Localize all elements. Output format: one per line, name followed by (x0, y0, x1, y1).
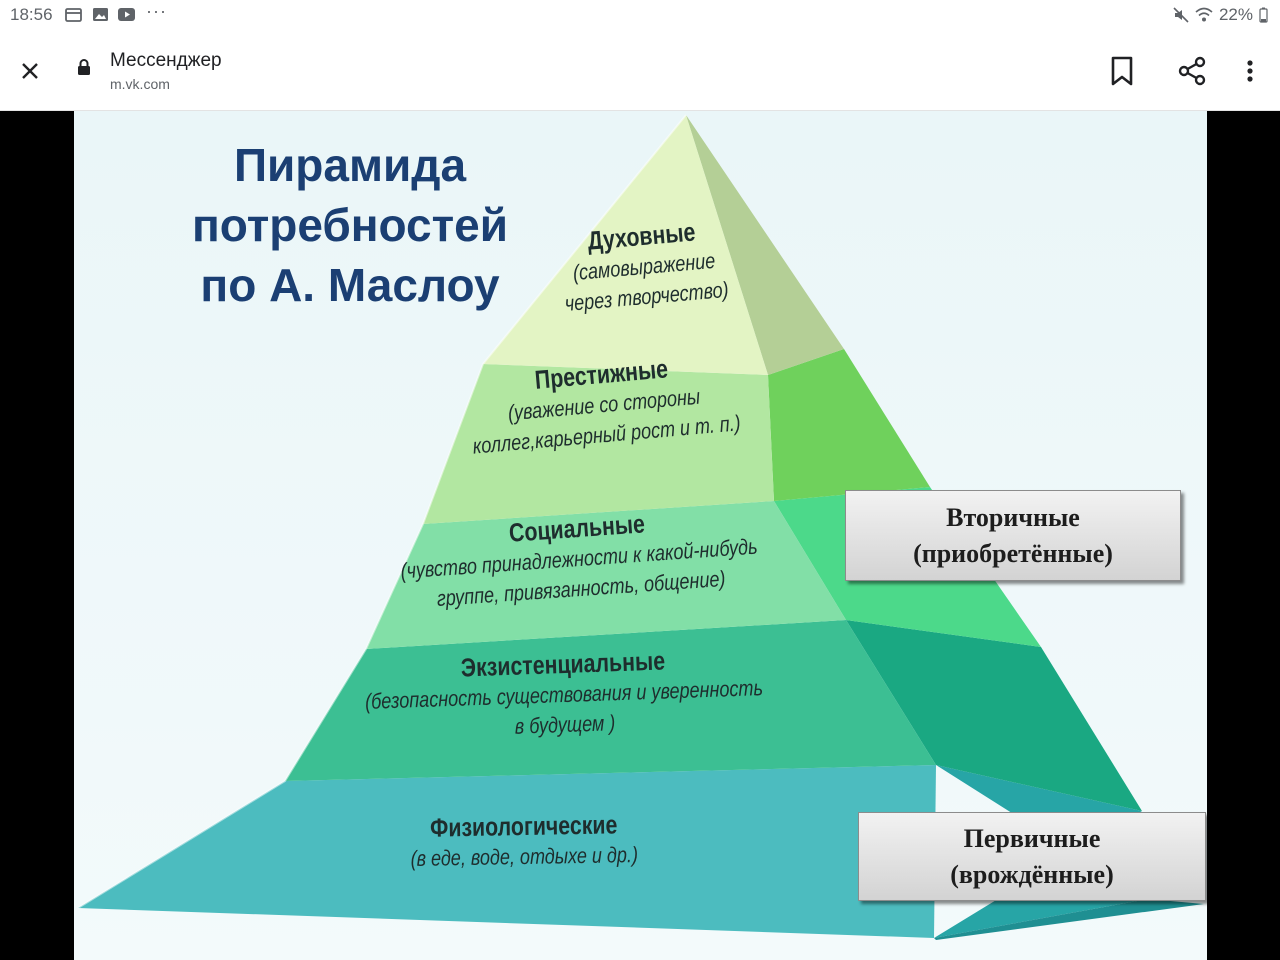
battery-level: 22% (1218, 5, 1253, 24)
group-label-line: (врождённые) (950, 859, 1114, 889)
pyramid-level-2-face (423, 364, 774, 524)
pyramid-level-4-face (285, 620, 936, 781)
bookmark-icon (1111, 56, 1133, 86)
status-time: 18:56 (10, 5, 53, 24)
wifi-icon (1195, 7, 1213, 22)
pyramid-side-level-4 (846, 620, 1142, 811)
secondary-needs-label: Вторичные (приобретённые) (845, 490, 1181, 581)
close-icon (22, 63, 38, 79)
pyramid-level-5-face (78, 765, 936, 938)
pyramid-side-level-1 (686, 115, 844, 375)
primary-needs-label: Первичные (врождённые) (858, 812, 1206, 901)
group-label-line: Первичные (963, 823, 1101, 853)
image-icon (93, 8, 108, 21)
calendar-icon (65, 8, 82, 22)
more-notifications: ··· (146, 1, 167, 21)
youtube-icon (118, 8, 135, 21)
pyramid-title-line: Пирамида (233, 139, 467, 191)
pyramid-diagram (77, 114, 1204, 940)
maslow-pyramid-image[interactable]: Пирамида потребностей по А. Маслоу Духов… (74, 111, 1207, 960)
status-bar: 18:56 ··· 22% (0, 0, 1280, 32)
share-icon (1178, 56, 1206, 86)
pyramid-level-1-face (483, 115, 768, 375)
mute-icon (1173, 7, 1189, 23)
lock-icon (78, 59, 90, 75)
group-label-line: (приобретённые) (913, 538, 1113, 568)
pyramid-title-line: потребностей (191, 199, 508, 251)
more-options-button[interactable] (1232, 51, 1268, 91)
image-viewer: Пирамида потребностей по А. Маслоу Духов… (0, 111, 1280, 960)
more-vert-icon (1247, 60, 1253, 82)
share-button[interactable] (1172, 51, 1212, 91)
browser-toolbar: Мессенджер m.vk.com (0, 32, 1280, 111)
site-url[interactable]: m.vk.com (110, 76, 170, 92)
pyramid-title: Пирамида потребностей по А. Маслоу (170, 135, 530, 315)
pyramid-side-level-2 (768, 349, 930, 501)
pyramid-title-line: по А. Маслоу (200, 259, 500, 311)
battery-icon (1259, 7, 1268, 23)
pyramid-side-base (934, 899, 1204, 940)
level-description: (в еде, воде, отдыхе и др.) (410, 842, 639, 871)
close-button[interactable] (10, 51, 50, 91)
level-physiological: Физиологические (в еде, воде, отдыхе и д… (323, 808, 724, 876)
bookmark-button[interactable] (1102, 51, 1142, 91)
site-title[interactable]: Мессенджер (110, 50, 222, 71)
group-label-line: Вторичные (946, 502, 1080, 532)
pyramid-level-3-face (366, 501, 846, 649)
